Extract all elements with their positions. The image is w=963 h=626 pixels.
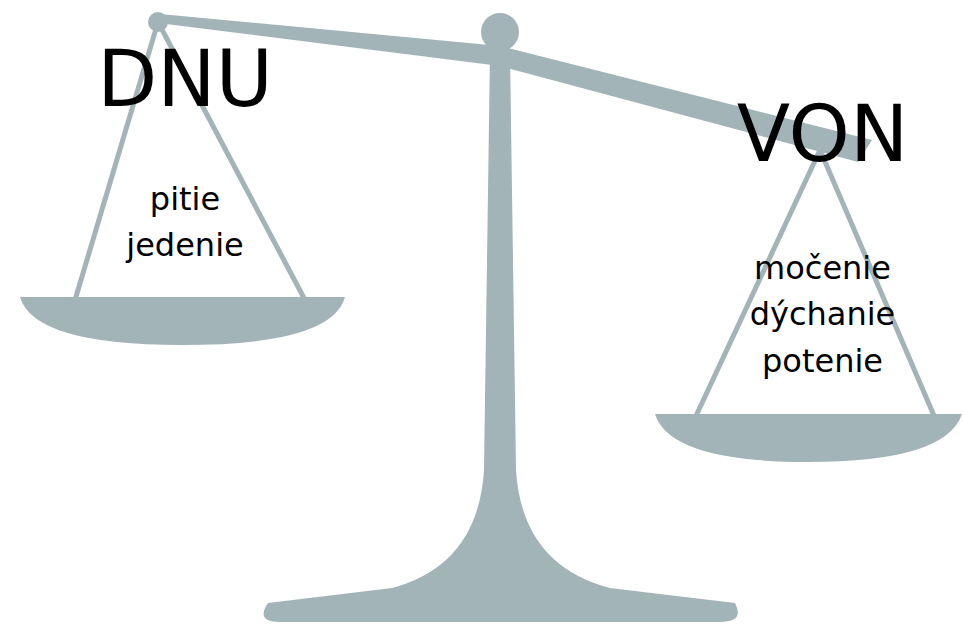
pan-items: pitie jedenie	[110, 176, 260, 269]
balance-pan-label: DNU pitie jedenie	[85, 40, 285, 269]
scale-pillar	[264, 52, 738, 622]
pan-dish	[20, 297, 345, 345]
pan-heading: VON	[705, 95, 940, 173]
pan-items: močenie dýchanie potenie	[728, 245, 918, 384]
balance-pan-label: VON močenie dýchanie potenie	[705, 95, 940, 384]
pan-heading: DNU	[85, 40, 285, 118]
pan-dish	[655, 414, 962, 462]
